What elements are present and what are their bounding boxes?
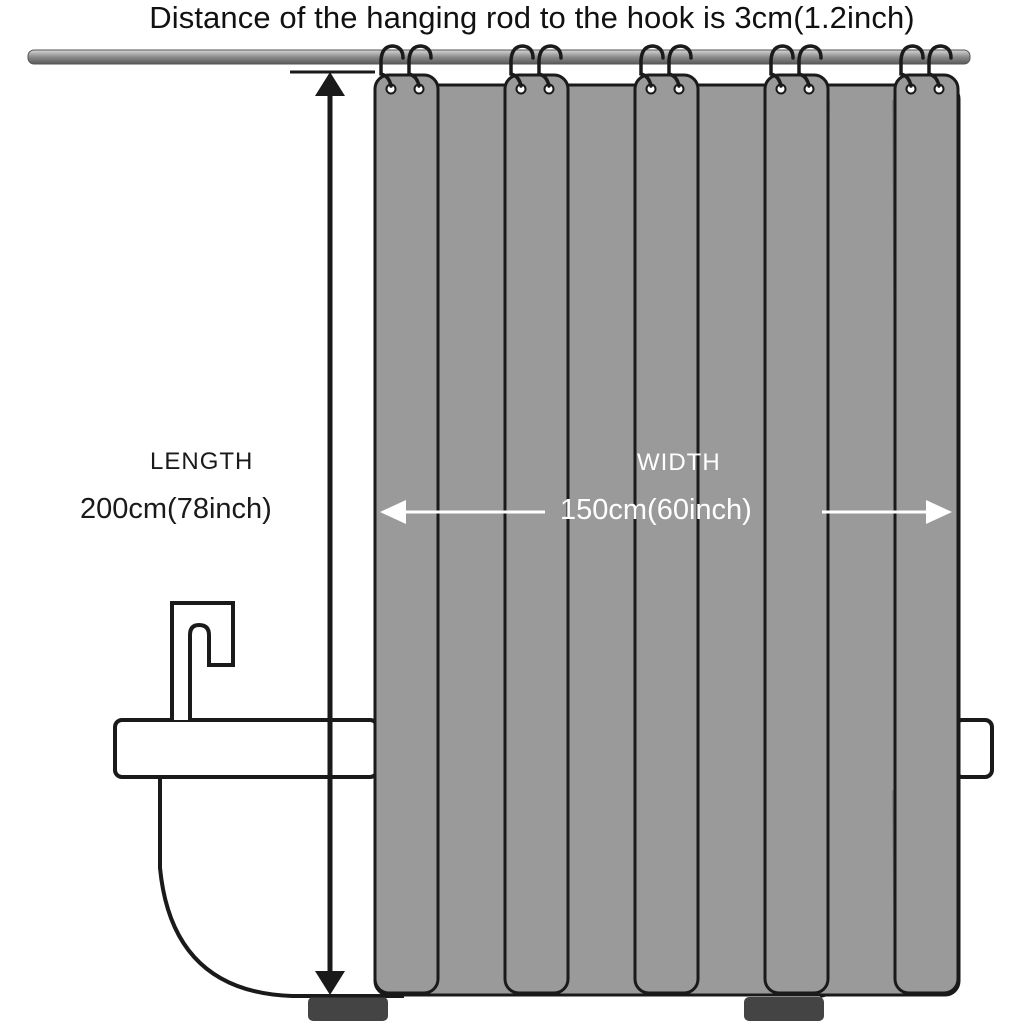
- length-dimension-arrow: [290, 70, 400, 998]
- hook-icon: [667, 44, 693, 88]
- hook-icon: [407, 44, 433, 88]
- hook-icon: [639, 44, 665, 88]
- bathtub-rim-right: [953, 718, 994, 779]
- hook-pair-icon: [509, 44, 563, 95]
- hook-icon: [509, 44, 535, 88]
- length-arrowhead-bottom: [315, 971, 345, 995]
- hook-icon: [769, 44, 795, 88]
- curtain-hooks: [379, 44, 953, 95]
- curtain-pleat-panel: [633, 73, 700, 995]
- hook-icon: [379, 44, 405, 88]
- bathtub-foot-right: [744, 997, 824, 1021]
- width-arrowhead-left: [380, 500, 406, 524]
- length-title: LENGTH: [150, 448, 254, 475]
- length-arrowhead-top: [315, 72, 345, 96]
- hook-pair-icon: [379, 44, 433, 95]
- hook-pair-icon: [639, 44, 693, 95]
- hook-distance-caption: Distance of the hanging rod to the hook …: [149, 0, 915, 35]
- hook-pair-icon: [769, 44, 823, 95]
- hook-icon: [797, 44, 823, 88]
- bathtub-feet: [308, 997, 824, 1021]
- curtain-rod: [27, 49, 971, 65]
- curtain-pleats: [373, 73, 960, 995]
- width-title: WIDTH: [637, 449, 721, 476]
- bathtub: [113, 601, 994, 998]
- faucet: [170, 601, 235, 720]
- hook-icon: [537, 44, 563, 88]
- bathtub-body: [158, 777, 404, 998]
- hook-pair-icon: [899, 44, 953, 95]
- hook-icon: [927, 44, 953, 88]
- bathtub-rim-left: [113, 718, 379, 779]
- bathtub-foot-left: [308, 997, 388, 1021]
- curtain-pleat-panel: [373, 73, 440, 995]
- length-value: 200cm(78inch): [80, 493, 272, 525]
- width-arrowhead-right: [926, 500, 952, 524]
- width-value: 150cm(60inch): [560, 494, 752, 526]
- curtain-pleat-panel: [763, 73, 830, 995]
- curtain-pleat-panel: [503, 73, 570, 995]
- width-dimension-arrow: [380, 500, 952, 524]
- hook-icon: [899, 44, 925, 88]
- curtain-pleat-panel: [893, 73, 960, 995]
